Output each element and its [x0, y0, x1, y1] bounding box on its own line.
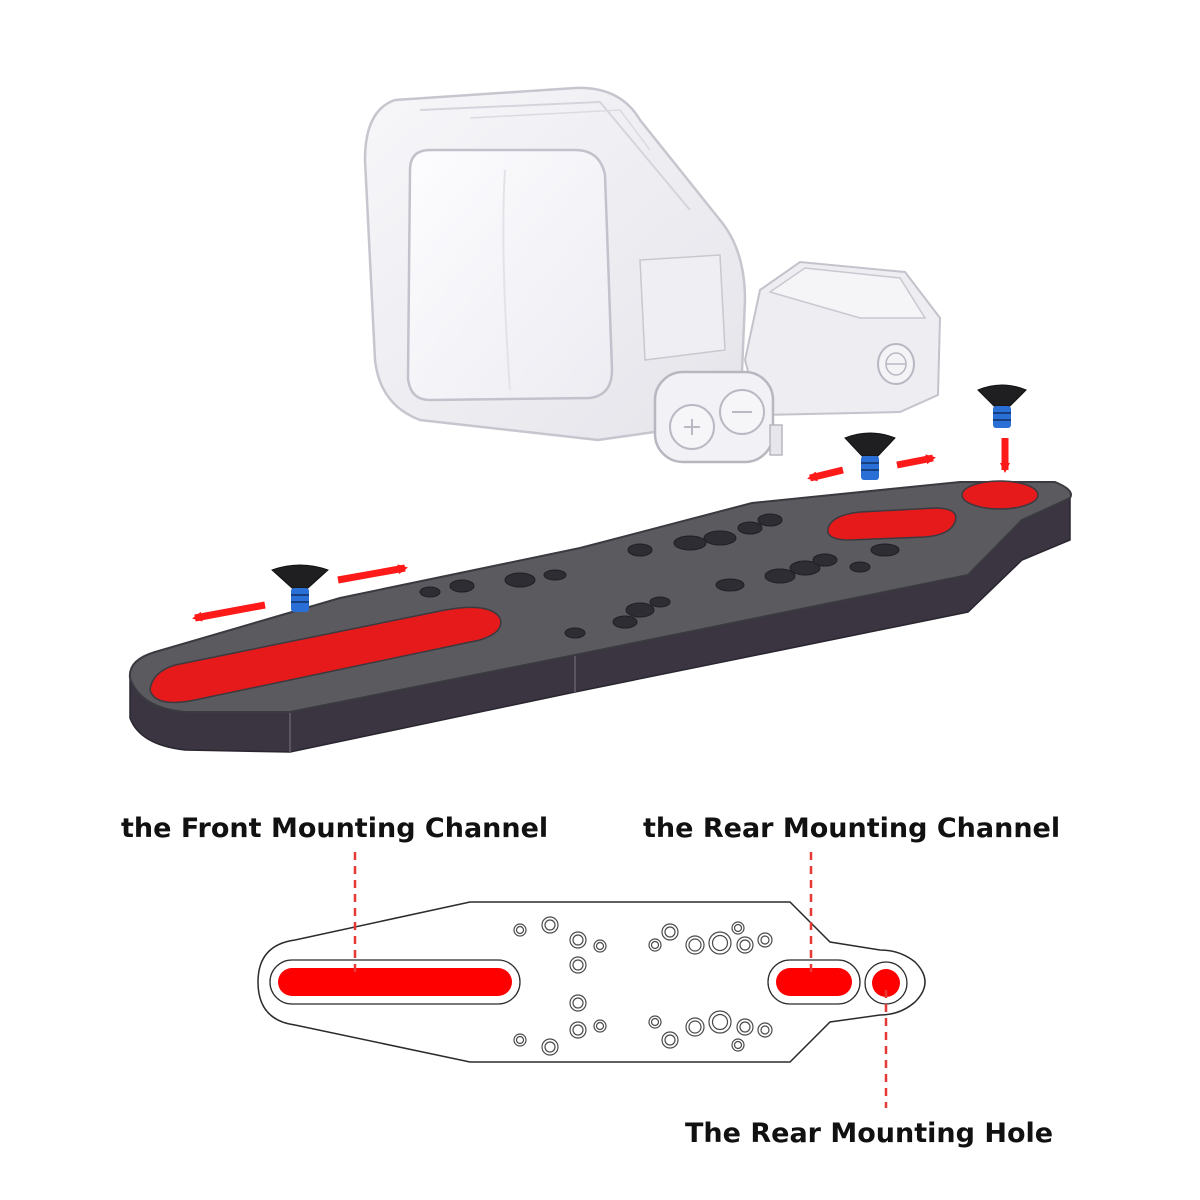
rear-mounting-channel-fill [776, 968, 852, 996]
torx-screw-icon [844, 432, 896, 457]
front-mounting-channel-fill [278, 968, 512, 996]
middle-screw [844, 432, 896, 480]
mounting-plate-2d [257, 901, 926, 1063]
sight-top-deck [768, 267, 927, 319]
red-arrow-icon [337, 564, 408, 584]
torx-screw-icon [977, 384, 1027, 407]
rear-mounting-hole-fill [872, 969, 900, 997]
rear-mounting-hole-3d [961, 480, 1039, 510]
rear-mounting-channel-3d [826, 507, 957, 541]
red-arrow-icon [896, 454, 936, 469]
front-mounting-channel-outline [269, 959, 521, 1005]
rear-mounting-channel-label: the Rear Mounting Channel [643, 813, 1061, 844]
red-dot-sight-illustration [363, 86, 942, 464]
mounting-plate-3d [128, 480, 1072, 753]
front-mounting-channel-3d [149, 606, 502, 704]
rear-mounting-channel-outline [767, 959, 861, 1005]
red-arrow-icon [807, 466, 844, 482]
red-arrow-icon [192, 601, 266, 622]
rear-screw [977, 384, 1027, 428]
front-screw [271, 564, 329, 612]
plate-holes-3d [419, 513, 900, 639]
torx-screw-icon [271, 564, 329, 589]
plate-holes-2d [513, 916, 773, 1056]
sight-lens-window [406, 148, 614, 402]
rear-mounting-hole-label: The Rear Mounting Hole [685, 1118, 1054, 1149]
front-mounting-channel-label: the Front Mounting Channel [121, 813, 549, 844]
